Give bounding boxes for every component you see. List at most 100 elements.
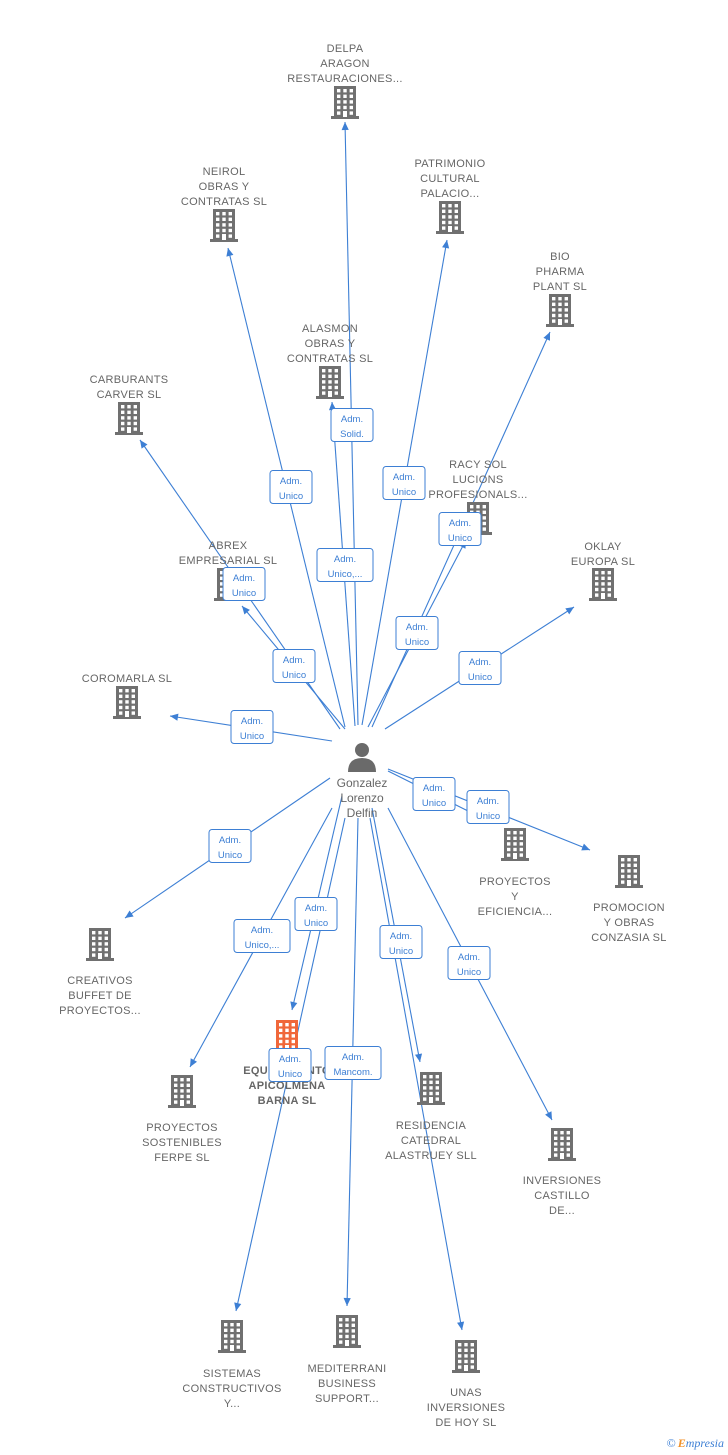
- role-box-text: Adm.: [305, 903, 327, 914]
- building-icon-carburants[interactable]: [115, 402, 143, 435]
- role-box[interactable]: Adm.Unico: [458, 651, 502, 685]
- arrowhead-neirol: [226, 248, 234, 257]
- role-box[interactable]: Adm.Unico: [268, 1048, 312, 1082]
- building-icon-alasmon[interactable]: [316, 366, 344, 399]
- company-label-line: DELPA: [327, 43, 364, 55]
- company-label-line: EFICIENCIA...: [478, 906, 553, 918]
- role-boxes-layer: Adm.Solid.Adm.UnicoAdm.UnicoAdm.Unico,..…: [208, 408, 510, 1082]
- role-box[interactable]: Adm.Unico: [379, 925, 423, 959]
- role-box[interactable]: Adm.Unico: [294, 897, 338, 931]
- building-icon-bio[interactable]: [546, 294, 574, 327]
- company-label-line: ABREX: [209, 540, 248, 552]
- company-label-line: ALASMON: [302, 323, 358, 335]
- role-box-text: Adm.: [449, 518, 471, 529]
- arrowhead-abrex: [242, 606, 250, 615]
- role-box[interactable]: Adm.Unico: [382, 466, 426, 500]
- building-icon-inversiones[interactable]: [548, 1128, 576, 1161]
- building-icon-delpa[interactable]: [331, 86, 359, 119]
- company-label-line: PROFESIONALS...: [428, 489, 527, 501]
- company-label-line: PHARMA: [536, 266, 585, 278]
- arrowhead-oklay: [565, 607, 574, 615]
- role-box-text: Unico,...: [328, 569, 363, 580]
- company-label-line: CULTURAL: [420, 173, 480, 185]
- company-label-coromarla[interactable]: COROMARLA SL: [82, 673, 172, 685]
- company-label-line: OBRAS Y: [305, 338, 356, 350]
- company-label-line: Y: [511, 891, 519, 903]
- company-label-line: DE HOY SL: [435, 1417, 496, 1429]
- role-box[interactable]: Adm.Unico,...: [316, 548, 374, 582]
- role-box[interactable]: Adm.Unico: [466, 790, 510, 824]
- person-icon[interactable]: [348, 743, 376, 772]
- building-icon-promocion[interactable]: [615, 855, 643, 888]
- role-box[interactable]: Adm.Unico: [222, 567, 266, 601]
- role-box-text: Unico: [468, 672, 492, 683]
- building-icon-sistemas[interactable]: [218, 1320, 246, 1353]
- role-box[interactable]: Adm.Unico: [412, 777, 456, 811]
- role-box[interactable]: Adm.Solid.: [330, 408, 374, 442]
- role-box[interactable]: Adm.Unico: [208, 829, 252, 863]
- role-box-text: Adm.: [279, 1054, 301, 1065]
- arrowhead-coromarla: [170, 713, 179, 721]
- company-label-proyectos_y[interactable]: PROYECTOS Y EFICIENCIA...: [478, 876, 553, 918]
- role-box-text: Adm.: [241, 716, 263, 727]
- role-box[interactable]: Adm.Unico: [447, 946, 491, 980]
- company-label-line: SUPPORT...: [315, 1393, 379, 1405]
- role-box-text: Solid.: [340, 429, 364, 440]
- company-label-line: INVERSIONES: [427, 1402, 506, 1414]
- arrowhead-promocion: [581, 843, 590, 851]
- role-box[interactable]: Adm.Unico: [230, 710, 274, 744]
- building-icon-proyectos_sost[interactable]: [168, 1075, 196, 1108]
- building-icon-proyectos_y[interactable]: [501, 828, 529, 861]
- building-icon-residencia[interactable]: [417, 1072, 445, 1105]
- building-icon-patrimonio[interactable]: [436, 201, 464, 234]
- company-label-line: MEDITERRANI: [307, 1363, 386, 1375]
- arrowhead-unas: [457, 1321, 465, 1330]
- company-label-line: PROYECTOS: [479, 876, 551, 888]
- role-box-text: Unico: [405, 637, 429, 648]
- company-label-line: PROYECTOS...: [59, 1005, 141, 1017]
- brand-e: E: [677, 1436, 686, 1450]
- role-box-text: Adm.: [458, 952, 480, 963]
- role-box[interactable]: Adm.Unico,...: [233, 919, 291, 953]
- role-box-text: Adm.: [219, 835, 241, 846]
- company-label-line: ARAGON: [320, 58, 369, 70]
- role-box[interactable]: Adm.Unico: [438, 512, 482, 546]
- company-label-line: CONTRATAS SL: [181, 196, 267, 208]
- role-box-text: Unico: [422, 798, 446, 809]
- building-icon-creativos[interactable]: [86, 928, 114, 961]
- role-box[interactable]: Adm.Mancom.: [324, 1046, 382, 1080]
- role-box-text: Unico: [232, 588, 256, 599]
- empresia-footer[interactable]: ©Empresia: [667, 1436, 724, 1451]
- role-box[interactable]: Adm.Unico: [272, 649, 316, 683]
- role-box[interactable]: Adm.Unico: [395, 616, 439, 650]
- company-label-line: EUROPA SL: [571, 556, 635, 568]
- building-icon-neirol[interactable]: [210, 209, 238, 242]
- building-icon-unas[interactable]: [452, 1340, 480, 1373]
- role-box[interactable]: Adm.Unico: [269, 470, 313, 504]
- building-icon-oklay[interactable]: [589, 568, 617, 601]
- company-label-line: CASTILLO: [534, 1190, 590, 1202]
- company-label-line: PATRIMONIO: [414, 158, 485, 170]
- building-icon-mediterrani[interactable]: [333, 1315, 361, 1348]
- building-icon-coromarla[interactable]: [113, 686, 141, 719]
